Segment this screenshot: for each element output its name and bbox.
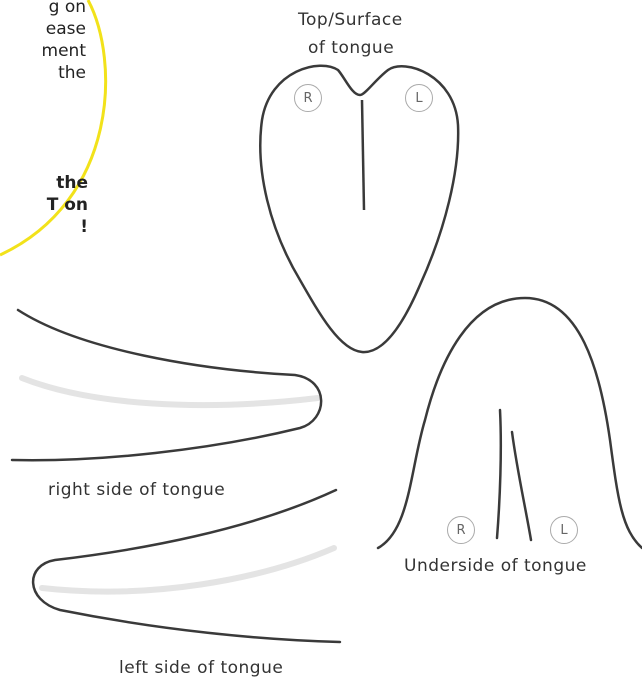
- right-side-shading: [22, 378, 318, 405]
- callout-bold-text: the T on !: [0, 172, 88, 238]
- callout-line: g on: [0, 0, 86, 18]
- callout-bold-line: T on: [0, 194, 88, 216]
- left-side-shading: [42, 548, 334, 592]
- left-side-title: left side of tongue: [119, 658, 283, 678]
- callout-bold-line: the: [0, 172, 88, 194]
- callout-bold-line: !: [0, 216, 88, 238]
- underside-outline: [378, 298, 642, 548]
- callout-text: g on ease ment the: [0, 0, 86, 84]
- callout-line: the: [0, 62, 86, 84]
- top-tongue-outline: [260, 66, 458, 352]
- underside-frenulum-left: [497, 410, 501, 538]
- top-view-title-line2: of tongue: [308, 38, 394, 58]
- top-view-title-line1: Top/Surface: [298, 10, 403, 30]
- top-left-marker: L: [405, 84, 433, 112]
- top-tongue-midline: [362, 100, 364, 210]
- right-side-title: right side of tongue: [48, 480, 225, 500]
- underside-frenulum-right: [512, 432, 531, 540]
- callout-line: ment: [0, 40, 86, 62]
- top-right-marker: R: [294, 84, 322, 112]
- underside-right-marker: R: [447, 516, 475, 544]
- underside-left-marker: L: [550, 516, 578, 544]
- right-side-outline: [12, 310, 321, 460]
- underside-title: Underside of tongue: [404, 556, 587, 576]
- callout-line: ease: [0, 18, 86, 40]
